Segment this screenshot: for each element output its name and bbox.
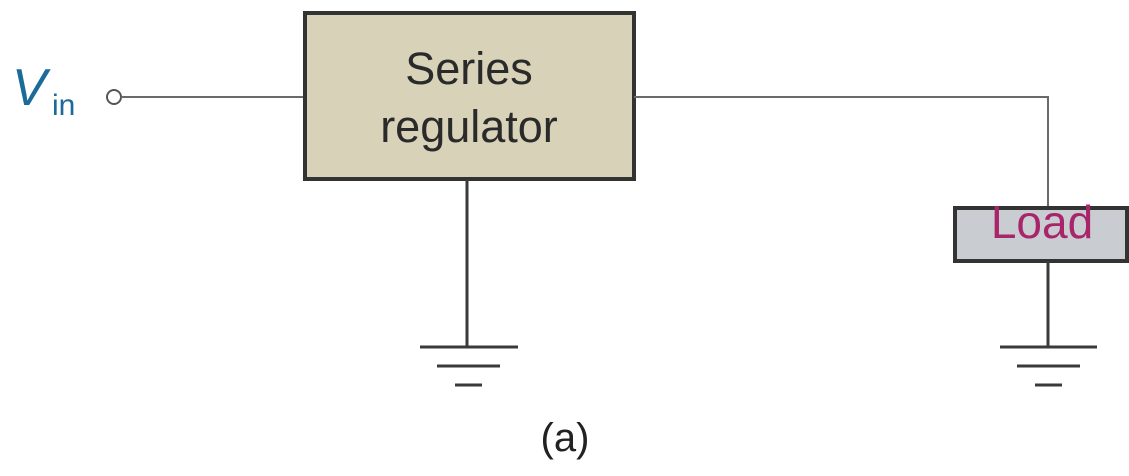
input-terminal — [106, 89, 122, 105]
input-voltage-symbol: V — [12, 59, 47, 117]
series-regulator-label-line2: regulator — [380, 101, 558, 152]
series-regulator-label-line1: Series — [405, 43, 533, 94]
series-regulator-box — [303, 11, 636, 181]
output-wire — [634, 96, 1049, 208]
figure-caption: (a) — [540, 416, 590, 460]
input-voltage-subscript: in — [52, 89, 76, 122]
load-ground-symbol — [1000, 345, 1097, 387]
series-regulator-label: Series regulator — [306, 40, 632, 156]
load-label: Load — [990, 196, 1094, 248]
load-box — [953, 206, 1129, 263]
regulator-ground-symbol — [420, 345, 518, 387]
